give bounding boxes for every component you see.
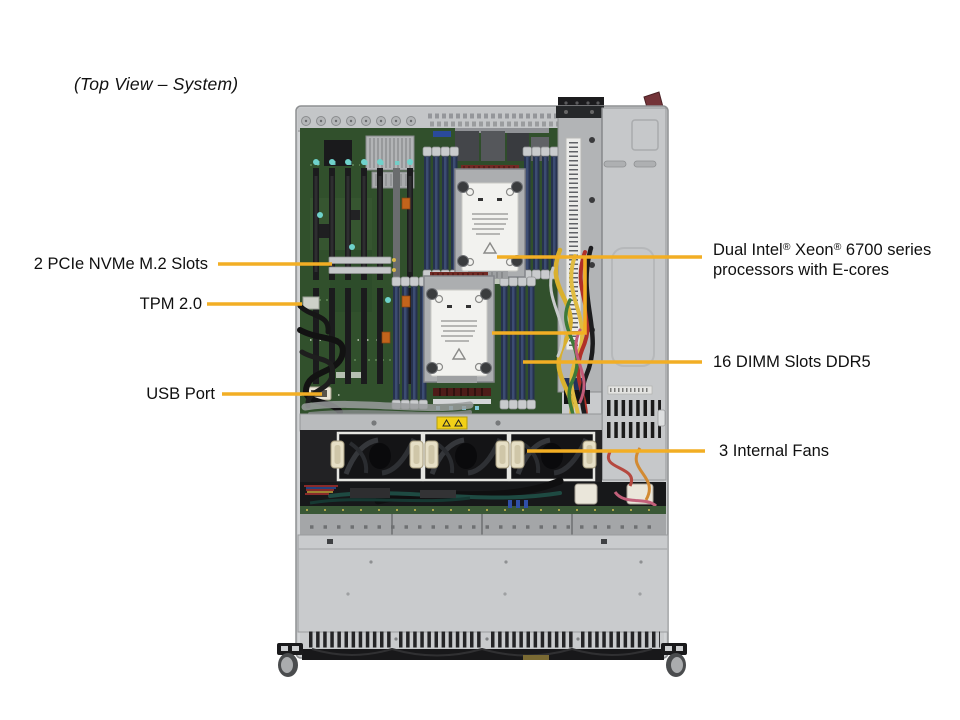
mid-cable-area [300,447,666,508]
tpm-module [302,296,320,310]
bottom-connector [523,655,549,660]
cpu2-heatsink [423,272,495,383]
front-panel [297,534,669,648]
callout-line-xeon-branch [492,257,587,335]
backplane [300,500,666,514]
chipset-heatsink [365,135,415,189]
power-connector [574,483,598,505]
cross-member [299,413,603,432]
fan-1 [338,433,422,480]
cpu1-heatsink [454,165,526,279]
xeon-text: Dual Intel [713,241,783,259]
callout-label-m2-slots: 2 PCIe NVMe M.2 Slots [33,255,208,273]
psu-bay [601,107,667,481]
blue-connector [433,131,451,137]
silkscreen-mark [336,372,366,378]
registered-mark: ® [833,241,842,253]
xeon-text: Xeon [790,241,834,259]
xeon-text: 6700 series [841,241,932,259]
registered-mark: ® [782,241,791,253]
callout-label-tpm: TPM 2.0 [139,295,202,313]
drive-bay-row [300,514,666,535]
m2-slots [328,256,396,274]
chip [348,210,360,220]
xeon-text-line2: processors with E-cores [713,260,890,279]
cables-black [297,303,474,416]
callout-label-internal-fans: 3 Internal Fans [719,442,830,460]
right-foot [661,643,687,677]
warning-sticker [436,416,468,430]
callout-label-xeon: Dual Intel® Xeon® 6700 series processors… [713,238,931,280]
callout-label-usb-port: USB Port [146,385,215,403]
left-foot [277,643,303,677]
chassis-underside [302,647,664,660]
callout-label-dimm-slots: 16 DIMM Slots DDR5 [713,353,871,371]
page-title: (Top View – System) [74,74,239,94]
fan-bay [300,430,602,483]
